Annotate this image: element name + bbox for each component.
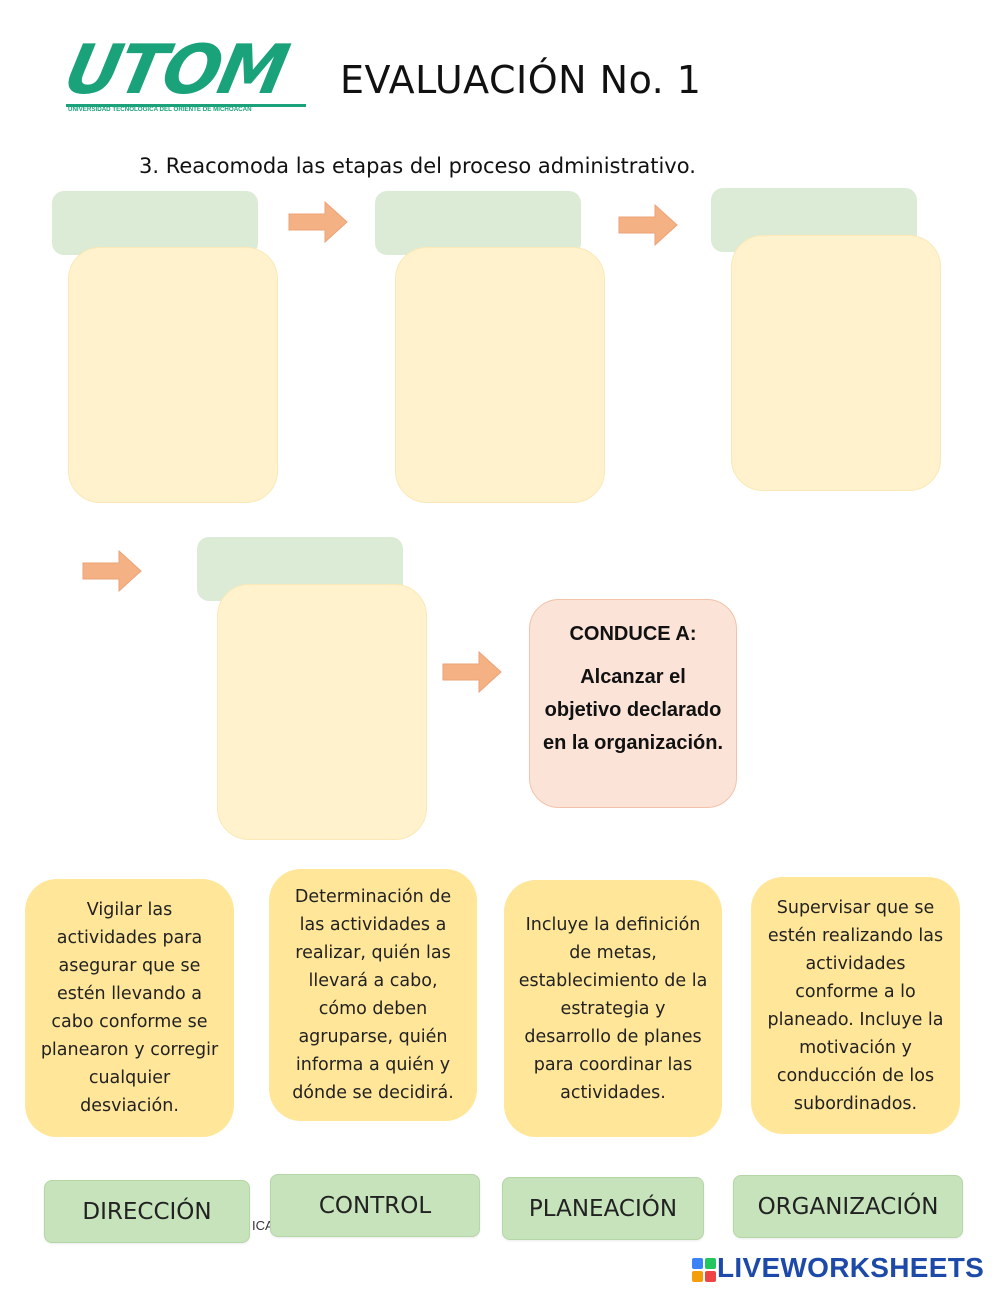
description-card-4: Supervisar que se estén realizando las a…	[751, 877, 960, 1134]
logo-text: UTOM	[57, 31, 294, 110]
answer-tile-control[interactable]: CONTROL	[270, 1174, 480, 1237]
drop-slot-body-4[interactable]	[217, 584, 427, 840]
description-text: Vigilar las actividades para asegurar qu…	[40, 900, 219, 1116]
result-text: Alcanzar el objetivo declarado en la org…	[542, 666, 724, 754]
description-card-1: Vigilar las actividades para asegurar qu…	[25, 879, 234, 1137]
result-heading: CONDUCE A:	[569, 623, 697, 645]
result-box: CONDUCE A: Alcanzar el objetivo declarad…	[529, 599, 737, 808]
arrow-right-icon	[442, 650, 502, 694]
arrow-right-icon	[288, 200, 348, 244]
answer-tile-planeacion[interactable]: PLANEACIÓN	[502, 1177, 704, 1240]
description-text: Determinación de las actividades a reali…	[292, 887, 454, 1103]
stray-text: ICA	[252, 1218, 274, 1233]
drop-slot-label-1[interactable]	[52, 191, 258, 255]
arrow-right-icon	[82, 549, 142, 593]
answer-tile-organizacion[interactable]: ORGANIZACIÓN	[733, 1175, 963, 1238]
logo-rule	[66, 104, 306, 107]
page-title: EVALUACIÓN No. 1	[340, 58, 702, 102]
description-text: Supervisar que se estén realizando las a…	[767, 897, 944, 1114]
instruction-text: 3. Reacomoda las etapas del proceso admi…	[139, 154, 696, 178]
liveworksheets-logo-icon	[692, 1258, 716, 1282]
drop-slot-body-1[interactable]	[68, 247, 278, 503]
answer-tile-direccion[interactable]: DIRECCIÓN	[44, 1180, 250, 1243]
logo-subtitle: UNIVERSIDAD TECNOLÓGICA DEL ORIENTE DE M…	[68, 106, 252, 113]
arrow-right-icon	[618, 203, 678, 247]
drop-slot-body-3[interactable]	[731, 235, 941, 491]
description-card-2: Determinación de las actividades a reali…	[269, 869, 477, 1121]
liveworksheets-brand: LIVEWORKSHEETS	[717, 1252, 985, 1283]
utom-logo: UTOM UNIVERSIDAD TECNOLÓGICA DEL ORIENTE…	[58, 31, 306, 116]
drop-slot-label-2[interactable]	[375, 191, 581, 255]
description-card-3: Incluye la definición de metas, establec…	[504, 880, 722, 1137]
drop-slot-body-2[interactable]	[395, 247, 605, 503]
description-text: Incluye la definición de metas, establec…	[518, 914, 708, 1103]
